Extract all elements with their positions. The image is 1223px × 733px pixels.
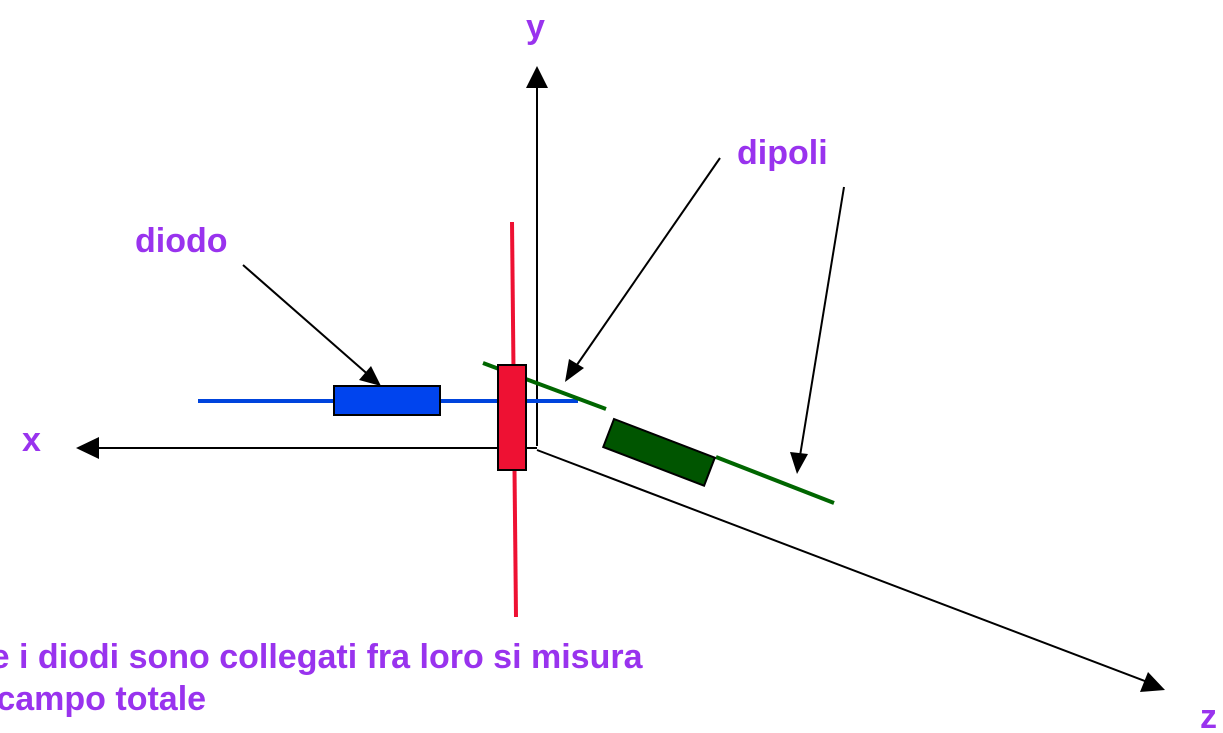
- dipoli-label: dipoli: [737, 134, 828, 172]
- dipole-z-segment-2: [715, 455, 835, 505]
- diodo-pointer-head: [359, 366, 381, 386]
- note-line-1: Se i diodi sono collegati fra loro si mi…: [0, 638, 644, 676]
- note-line-2: il campo totale: [0, 680, 206, 718]
- dipoli-pointer-1-head: [565, 359, 584, 382]
- diodo-label: diodo: [135, 222, 228, 260]
- diode-z: [601, 417, 717, 488]
- y-axis-label: y: [526, 8, 545, 46]
- x-axis-label: x: [22, 421, 41, 459]
- dipoli-pointer-2-head: [790, 452, 808, 474]
- diode-y: [497, 364, 527, 471]
- x-axis-arrowhead: [76, 437, 99, 459]
- z-axis-label: z: [1200, 698, 1217, 733]
- y-axis-arrowhead: [526, 66, 548, 88]
- z-axis-arrowhead: [1140, 672, 1165, 692]
- dipoli-pointer-2: [798, 186, 845, 463]
- dipoli-pointer-1: [571, 157, 721, 373]
- z-axis: [536, 449, 1151, 684]
- diode-x: [333, 385, 441, 416]
- diodo-pointer: [242, 264, 373, 379]
